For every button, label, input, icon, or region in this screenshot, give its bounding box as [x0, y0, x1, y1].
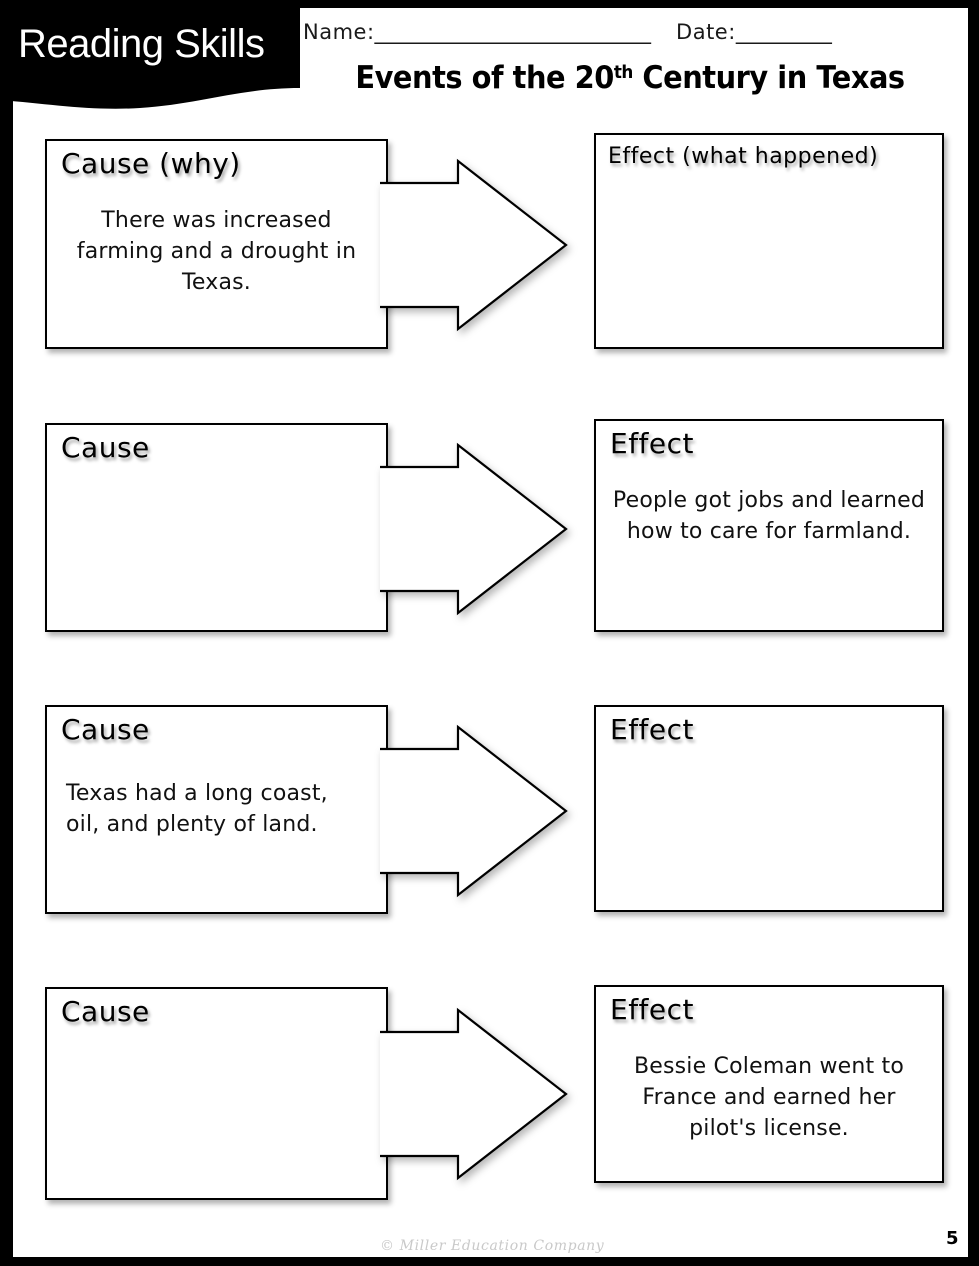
name-input-rule[interactable]: _____________________________ — [374, 20, 651, 44]
cause-heading: Cause — [61, 431, 150, 464]
cause-box[interactable]: Cause (why) There was increased farming … — [45, 139, 388, 349]
cause-heading: Cause — [61, 995, 150, 1028]
reading-skills-banner — [0, 0, 300, 118]
cause-box[interactable]: Cause — [45, 423, 388, 632]
cause-box[interactable]: Cause Texas had a long coast, oil, and p… — [45, 705, 388, 914]
date-label: Date: — [676, 20, 736, 44]
cause-text[interactable]: There was increased farming and a drough… — [76, 208, 357, 295]
cause-effect-arrow — [380, 724, 580, 907]
effect-box[interactable]: Effect People got jobs and learned how t… — [594, 419, 944, 632]
name-label: Name: — [303, 20, 375, 44]
copyright-credit: © Miller Education Company — [380, 1238, 605, 1254]
effect-heading: Effect — [610, 427, 695, 460]
effect-box[interactable]: Effect — [594, 705, 944, 912]
name-date-line: Name:_____________________________ Date:… — [303, 20, 963, 52]
cause-heading: Cause — [61, 713, 150, 746]
page-number: 5 — [946, 1228, 959, 1249]
effect-heading: Effect (what happened) — [608, 144, 879, 169]
title-prefix: Events of the 20 — [355, 60, 614, 96]
effect-heading: Effect — [610, 993, 695, 1026]
worksheet-title: Events of the 20th Century in Texas — [323, 60, 937, 96]
cause-effect-arrow — [380, 442, 580, 625]
effect-text[interactable]: People got jobs and learned how to care … — [612, 488, 926, 544]
cause-heading: Cause (why) — [61, 147, 241, 180]
date-input-rule[interactable]: __________ — [735, 20, 832, 44]
banner-title: Reading Skills — [18, 22, 265, 66]
cause-effect-arrow — [380, 1007, 580, 1190]
cause-text[interactable]: Texas had a long coast, oil, and plenty … — [66, 781, 328, 837]
cause-effect-arrow — [380, 158, 580, 341]
effect-text[interactable]: Bessie Coleman went to France and earned… — [633, 1054, 905, 1141]
effect-heading: Effect — [610, 713, 695, 746]
title-suffix: Century in Texas — [632, 60, 905, 96]
effect-box[interactable]: Effect Bessie Coleman went to France and… — [594, 985, 944, 1183]
effect-box[interactable]: Effect (what happened) — [594, 133, 944, 349]
cause-box[interactable]: Cause — [45, 987, 388, 1200]
title-ordinal-suffix: th — [613, 62, 633, 83]
